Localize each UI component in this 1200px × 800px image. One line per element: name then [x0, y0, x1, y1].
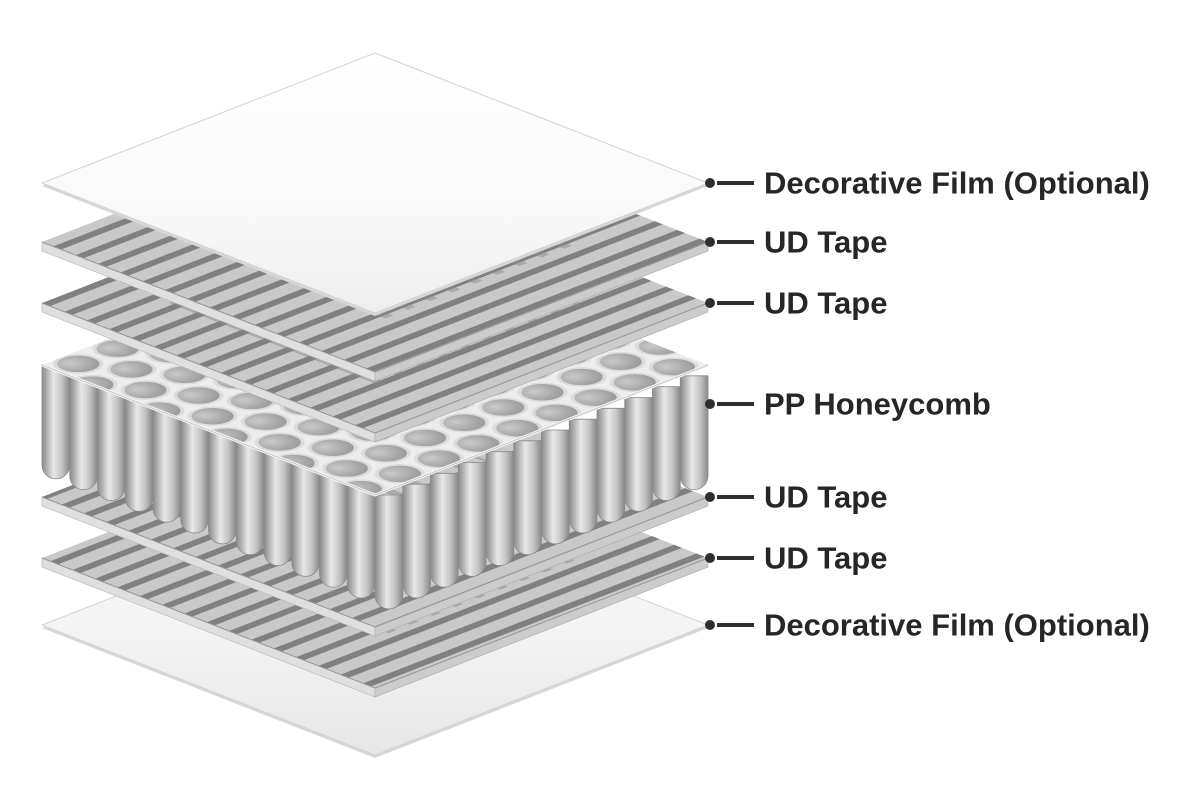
layer-label-film-top: Decorative Film (Optional) [764, 166, 1150, 201]
layer-labels: Decorative Film (Optional) UD Tape UD Ta… [705, 166, 1150, 643]
leader-dot-icon [705, 178, 715, 188]
layer-label-ud-tape-1: UD Tape [764, 225, 887, 260]
honeycomb-tube [457, 462, 487, 577]
leader-dot-icon [705, 620, 715, 630]
honeycomb-tube [124, 397, 154, 512]
honeycomb-tube [679, 375, 709, 491]
layer-stack [40, 52, 710, 758]
layer-label-ud-tape-4: UD Tape [764, 541, 887, 576]
label-row-ud-tape-4: UD Tape [705, 541, 887, 576]
honeycomb-tube [263, 451, 293, 566]
honeycomb-tube [180, 418, 209, 534]
label-row-pp-honeycomb: PP Honeycomb [705, 387, 991, 422]
label-row-ud-tape-3: UD Tape [705, 480, 887, 515]
honeycomb-tube [652, 386, 681, 501]
leader-dot-icon [705, 553, 715, 563]
honeycomb-tube [346, 483, 376, 599]
label-row-film-top: Decorative Film (Optional) [705, 166, 1150, 201]
honeycomb-tube [319, 472, 348, 588]
layer-label-pp-honeycomb: PP Honeycomb [764, 387, 991, 422]
honeycomb-tube [41, 364, 71, 480]
honeycomb-tube [402, 483, 431, 599]
leader-dot-icon [705, 237, 715, 247]
label-row-film-bottom: Decorative Film (Optional) [705, 608, 1150, 643]
layer-film-top [40, 52, 710, 316]
honeycomb-tube [541, 429, 570, 545]
honeycomb-tube [291, 462, 320, 577]
honeycomb-tube [97, 386, 126, 501]
layer-label-ud-tape-3: UD Tape [764, 480, 887, 515]
honeycomb-tube [624, 397, 653, 512]
honeycomb-tube [374, 494, 404, 610]
honeycomb-tube [208, 429, 237, 545]
label-row-ud-tape-1: UD Tape [705, 225, 887, 260]
honeycomb-tube [69, 375, 98, 491]
honeycomb-tube [485, 451, 515, 566]
label-row-ud-tape-2: UD Tape [705, 286, 887, 321]
honeycomb-tube [235, 440, 265, 556]
honeycomb-tube [430, 472, 459, 588]
honeycomb-tube [513, 440, 542, 556]
layer-label-film-bottom: Decorative Film (Optional) [764, 608, 1150, 643]
layer-label-ud-tape-2: UD Tape [764, 286, 887, 321]
honeycomb-tube [596, 407, 626, 523]
leader-dot-icon [705, 492, 715, 502]
leader-dot-icon [705, 399, 715, 409]
honeycomb-tube [568, 418, 598, 534]
leader-dot-icon [705, 298, 715, 308]
honeycomb-tube [152, 407, 182, 523]
